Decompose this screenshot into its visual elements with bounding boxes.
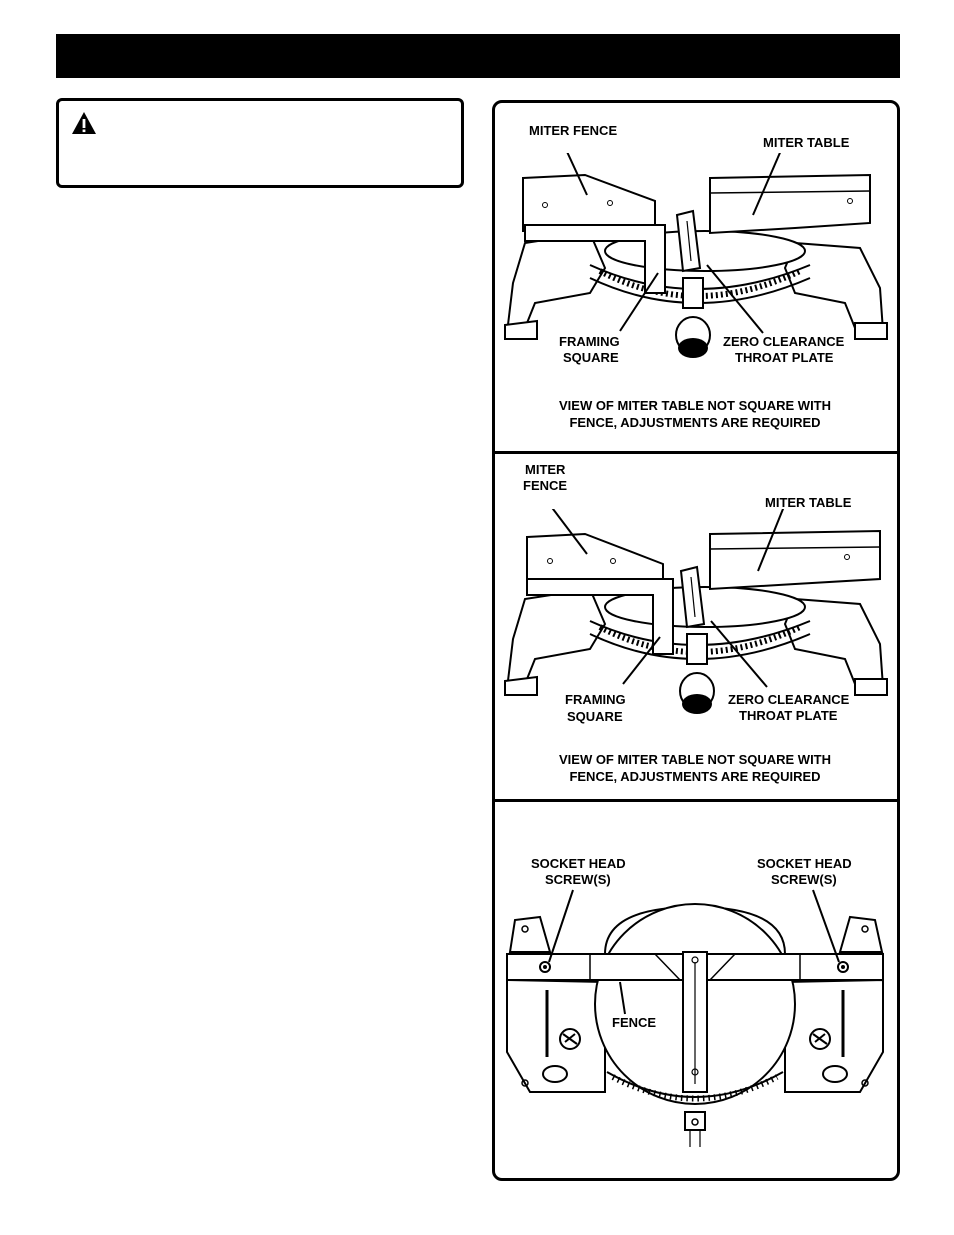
- label-miter-table: MITER TABLE: [763, 135, 850, 150]
- label-zero-clearance-line2: THROAT PLATE: [735, 350, 834, 365]
- label-framing-square-line1: FRAMING: [559, 334, 620, 349]
- label-zero-clearance-line1: ZERO CLEARANCE: [723, 334, 845, 349]
- label-miter-table: MITER TABLE: [765, 495, 852, 510]
- miter-saw-illustration-2: [504, 509, 888, 714]
- label-socket-head-left-line1: SOCKET HEAD: [531, 856, 626, 871]
- label-miter-fence-line2: FENCE: [523, 478, 568, 493]
- label-zero-clearance-line1: ZERO CLEARANCE: [728, 692, 850, 707]
- panel-2: MITER FENCE MITER TABLE FRAMING SQUARE Z…: [495, 454, 897, 799]
- panel-3: SOCKET HEAD SCREW(S) SOCKET HEAD SCREW(S…: [495, 802, 897, 1175]
- caption-panel-1-line2: FENCE, ADJUSTMENTS ARE REQUIRED: [569, 415, 821, 430]
- panel-divider: [495, 799, 897, 802]
- miter-saw-top-view-illustration: [506, 889, 884, 1147]
- label-socket-head-left-line2: SCREW(S): [545, 872, 611, 887]
- label-framing-square-line1: FRAMING: [565, 692, 626, 707]
- warning-triangle-icon: [72, 112, 96, 134]
- caption-panel-2-line1: VIEW OF MITER TABLE NOT SQUARE WITH: [558, 752, 832, 767]
- label-miter-fence-line1: MITER: [525, 462, 566, 477]
- label-framing-square-line2: SQUARE: [567, 709, 623, 724]
- warning-box: [56, 98, 464, 188]
- label-fence: FENCE: [612, 1015, 657, 1030]
- label-socket-head-right-line2: SCREW(S): [771, 872, 837, 887]
- label-socket-head-right-line1: SOCKET HEAD: [757, 856, 852, 871]
- label-framing-square-line2: SQUARE: [563, 350, 619, 365]
- caption-panel-2-line2: FENCE, ADJUSTMENTS ARE REQUIRED: [569, 769, 821, 784]
- caption-panel-1-line1: VIEW OF MITER TABLE NOT SQUARE WITH: [558, 398, 832, 413]
- label-miter-fence: MITER FENCE: [529, 123, 618, 138]
- panel-divider: [495, 451, 897, 454]
- miter-saw-illustration-1: [504, 153, 888, 358]
- header-bar: [56, 34, 900, 78]
- panel-1: MITER FENCE MITER TABLE FRAMING SQUARE Z…: [495, 103, 897, 451]
- figure-frame: MITER FENCE MITER TABLE FRAMING SQUARE Z…: [492, 100, 900, 1181]
- label-zero-clearance-line2: THROAT PLATE: [739, 708, 838, 723]
